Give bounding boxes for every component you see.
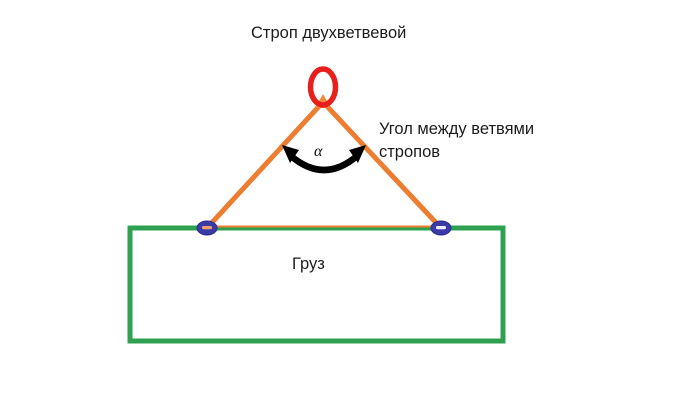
sling-leg-left [204,99,326,231]
angle-alpha-symbol: α [314,143,323,160]
diagram-title: Строп двухветвевой [251,24,407,42]
angle-arrow-head-right [349,145,366,163]
load-label: Груз [292,255,325,273]
angle-arrow [282,145,366,174]
angle-arrow-curve [288,153,360,174]
angle-annotation-line-2: стропов [379,142,441,161]
sling-leg-right [320,99,444,231]
attachment-eye-right-slot [436,226,446,230]
angle-annotation-line-1: Угол между ветвями [379,120,535,138]
load-rectangle [127,225,506,344]
attachment-eye-right [430,220,452,236]
angle-annotation-label: Угол между ветвями стропов [379,118,534,164]
angle-arrow-head-left [282,145,299,163]
attachment-eye-left [196,220,218,236]
attachment-eye-left-slot [202,226,212,230]
master-ring-icon [307,66,339,108]
